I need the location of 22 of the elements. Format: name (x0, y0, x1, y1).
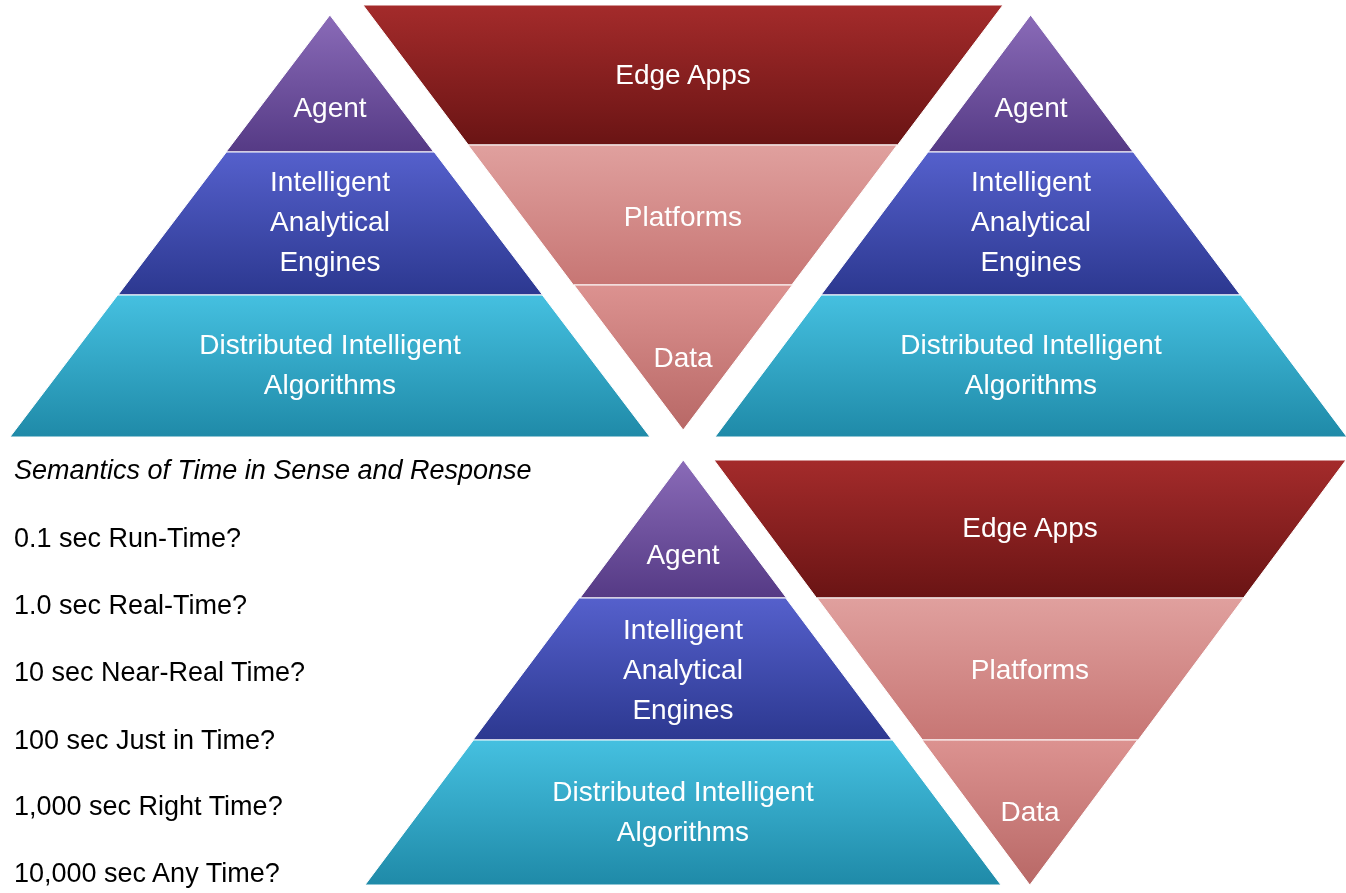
layer-label: Agent (993, 91, 1069, 125)
layer-label: Platforms (969, 653, 1091, 687)
layer-label: Distributed Intelligent Algorithms (551, 775, 815, 849)
layer-label: Edge Apps (961, 511, 1099, 545)
layer-label: Platforms (622, 200, 744, 234)
time-scale-label: 0.1 sec Run-Time? (14, 522, 242, 554)
layer-label: Data (999, 795, 1061, 829)
time-scale-label: 10 sec Near-Real Time? (14, 656, 306, 688)
layer-label: Distributed Intelligent Algorithms (899, 328, 1163, 402)
layer-label: Intelligent Analytical Engines (622, 613, 744, 727)
layer-label: Edge Apps (614, 58, 752, 92)
layer-label: Agent (645, 538, 721, 572)
layer-label: Intelligent Analytical Engines (970, 165, 1092, 279)
layer-label: Distributed Intelligent Algorithms (198, 328, 462, 402)
layer-label: Agent (292, 91, 368, 125)
layer-label: Data (652, 341, 714, 375)
time-scale-label: 10,000 sec Any Time? (14, 857, 280, 889)
layer-label: Intelligent Analytical Engines (269, 165, 391, 279)
time-scale-label: 1,000 sec Right Time? (14, 790, 283, 822)
time-scale-label: 1.0 sec Real-Time? (14, 589, 248, 621)
heading: Semantics of Time in Sense and Response (14, 454, 532, 486)
time-scale-label: 100 sec Just in Time? (14, 724, 276, 756)
